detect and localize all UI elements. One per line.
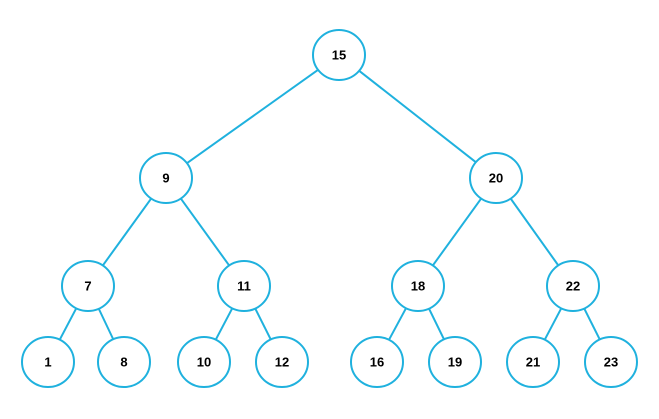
edge-n20-n22 xyxy=(509,198,560,266)
edge-n9-n7 xyxy=(102,197,152,267)
node-circle xyxy=(350,336,404,388)
node-label: 9 xyxy=(162,171,169,186)
tree-edges xyxy=(58,69,601,341)
node-label: 7 xyxy=(84,279,91,294)
node-circle xyxy=(469,152,523,204)
tree-node-8: 8 xyxy=(97,336,151,388)
node-label: 21 xyxy=(526,355,540,370)
edge-n20-n18 xyxy=(432,197,482,267)
node-label: 15 xyxy=(332,48,346,63)
edge-n15-n20 xyxy=(358,70,477,163)
edge-n15-n9 xyxy=(186,69,319,164)
edge-n18-n16 xyxy=(388,307,407,341)
tree-node-23: 23 xyxy=(584,336,638,388)
edge-n7-n8 xyxy=(97,308,115,340)
node-circle xyxy=(584,336,638,388)
edge-n7-n1 xyxy=(58,307,78,341)
node-label: 1 xyxy=(44,355,51,370)
node-label: 16 xyxy=(370,355,384,370)
tree-node-21: 21 xyxy=(506,336,560,388)
node-label: 12 xyxy=(275,355,289,370)
node-label: 10 xyxy=(197,355,211,370)
node-label: 19 xyxy=(448,355,462,370)
node-circle xyxy=(177,336,231,388)
node-circle xyxy=(428,336,482,388)
tree-node-20: 20 xyxy=(469,152,523,204)
tree-node-15: 15 xyxy=(312,29,366,81)
tree-node-19: 19 xyxy=(428,336,482,388)
node-label: 11 xyxy=(237,279,251,294)
node-circle xyxy=(139,152,193,204)
edge-n22-n23 xyxy=(583,308,601,340)
node-circle xyxy=(61,260,115,312)
node-circle xyxy=(312,29,366,81)
edge-n9-n11 xyxy=(180,197,230,267)
tree-node-22: 22 xyxy=(546,260,600,312)
node-label: 22 xyxy=(566,279,580,294)
node-circle xyxy=(391,260,445,312)
tree-node-7: 7 xyxy=(61,260,115,312)
edge-n11-n10 xyxy=(214,307,234,341)
tree-node-12: 12 xyxy=(255,336,309,388)
node-circle xyxy=(546,260,600,312)
edge-n22-n21 xyxy=(543,307,563,341)
tree-node-18: 18 xyxy=(391,260,445,312)
edge-n18-n19 xyxy=(428,308,445,340)
edge-n11-n12 xyxy=(254,308,272,340)
node-label: 8 xyxy=(120,355,127,370)
node-label: 23 xyxy=(604,355,618,370)
node-circle xyxy=(97,336,151,388)
node-label: 20 xyxy=(489,171,503,186)
node-circle xyxy=(21,336,75,388)
tree-node-9: 9 xyxy=(139,152,193,204)
tree-node-11: 11 xyxy=(217,260,271,312)
tree-node-10: 10 xyxy=(177,336,231,388)
tree-node-1: 1 xyxy=(21,336,75,388)
node-label: 18 xyxy=(411,279,425,294)
node-circle xyxy=(217,260,271,312)
node-circle xyxy=(255,336,309,388)
node-circle xyxy=(506,336,560,388)
tree-node-16: 16 xyxy=(350,336,404,388)
